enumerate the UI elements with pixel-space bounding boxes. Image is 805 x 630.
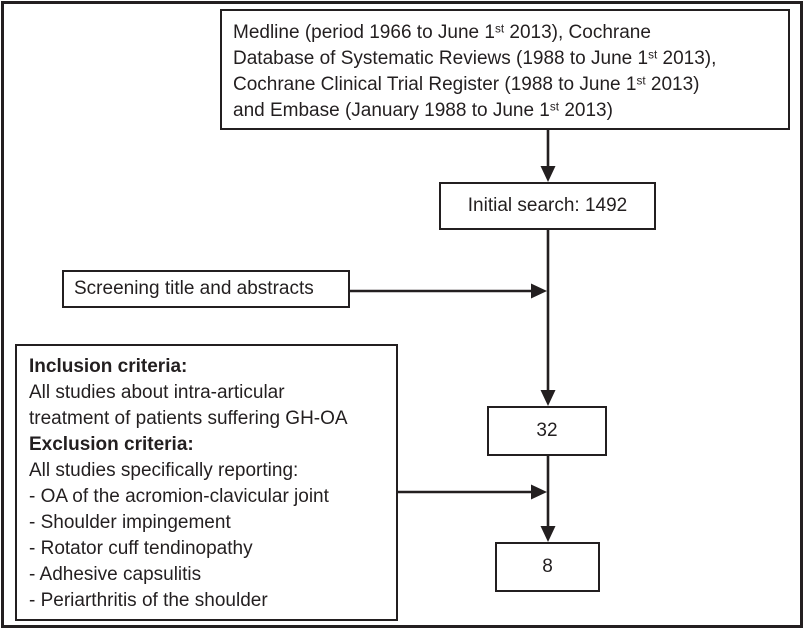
sources-line: and Embase (January 1988 to June 1st 201…	[233, 100, 613, 121]
sources-line: Medline (period 1966 to June 1st 2013), …	[233, 22, 651, 43]
sources-line: Cochrane Clinical Trial Register (1988 t…	[233, 74, 700, 95]
criteria-line: Inclusion criteria:	[29, 356, 188, 377]
criteria-line: - Rotator cuff tendinopathy	[29, 538, 253, 559]
sources-box: Medline (period 1966 to June 1st 2013), …	[220, 9, 790, 130]
criteria-line: - Periarthritis of the shoulder	[29, 590, 268, 611]
criteria-line: treatment of patients suffering GH-OA	[29, 408, 348, 429]
criteria-line: - Shoulder impingement	[29, 512, 231, 533]
initial-search-label: Initial search: 1492	[467, 195, 628, 216]
criteria-line: - OA of the acromion-clavicular joint	[29, 486, 329, 507]
count-8-box: 8	[495, 542, 600, 592]
criteria-line: All studies about intra-articular	[29, 382, 285, 403]
arrow-screening-to-flow	[350, 283, 547, 299]
count-8-value: 8	[542, 556, 553, 577]
count-32-box: 32	[487, 406, 607, 456]
screening-box: Screening title and abstracts	[62, 270, 350, 308]
criteria-line: All studies specifically reporting:	[29, 460, 299, 481]
count-32-value: 32	[536, 420, 558, 441]
arrow-32-to-8	[540, 456, 556, 542]
sources-line: Database of Systematic Reviews (1988 to …	[233, 48, 717, 69]
criteria-line: - Adhesive capsulitis	[29, 564, 202, 585]
criteria-line: Exclusion criteria:	[29, 434, 194, 455]
screening-label: Screening title and abstracts	[74, 278, 314, 299]
arrow-sources-to-initial-search	[540, 129, 556, 182]
criteria-box: Inclusion criteria: All studies about in…	[15, 344, 398, 621]
initial-search-box: Initial search: 1492	[439, 182, 656, 230]
arrow-initial-search-to-32	[540, 230, 556, 406]
arrow-criteria-to-flow	[398, 484, 547, 500]
